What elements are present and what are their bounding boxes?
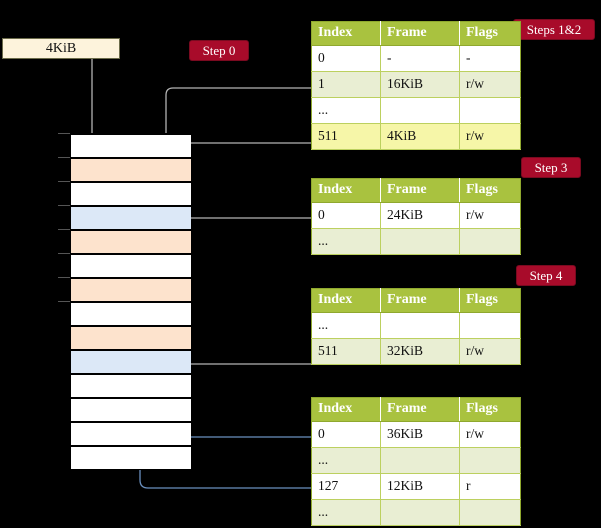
column-header-frame: Frame [380,288,460,313]
badge-step-4: Step 4 [516,265,576,286]
cell-flags [459,499,521,526]
cell-frame: 32KiB [380,338,460,365]
memory-frame-11 [71,398,191,422]
memory-frame-4 [71,230,191,254]
memory-frame-3 [71,206,191,230]
column-header-index: Index [311,21,381,46]
memory-tick-6 [58,277,71,278]
table-row: ... [311,447,521,474]
cell-index: ... [311,228,381,255]
cell-flags: r/w [459,338,521,365]
memory-frame-7 [71,302,191,326]
memory-frame-0 [71,134,191,158]
cell-frame [380,228,460,255]
memory-tick-0 [58,133,71,134]
memory-tick-7 [58,301,71,302]
table-row: ... [311,499,521,526]
column-header-frame: Frame [380,397,460,422]
column-header-frame: Frame [380,178,460,203]
badge-step-0: Step 0 [189,40,249,61]
column-header-frame: Frame [380,21,460,46]
cell-frame: 36KiB [380,421,460,448]
memory-frame-10 [71,374,191,398]
memory-frame-5 [71,254,191,278]
memory-frame-9 [71,350,191,374]
memory-tick-2 [58,181,71,182]
memory-frame-8 [71,326,191,350]
memory-tick-3 [58,205,71,206]
badge-steps-1-2: Steps 1&2 [513,19,595,40]
cell-flags: r/w [459,71,521,98]
cell-frame: 12KiB [380,473,460,500]
cell-index: 0 [311,45,381,72]
cell-flags: - [459,45,521,72]
cell-flags [459,447,521,474]
cell-index: ... [311,312,381,339]
cell-frame: 16KiB [380,71,460,98]
cell-index: 0 [311,202,381,229]
memory-frame-13 [71,446,191,470]
cell-flags: r [459,473,521,500]
table-row: ... [311,97,521,124]
physical-memory-column [70,133,191,470]
column-header-flags: Flags [459,178,521,203]
cell-flags: r/w [459,123,521,150]
cell-index: 0 [311,421,381,448]
source-page-box: 4KiB [2,38,120,59]
cell-index: 1 [311,71,381,98]
cell-flags [459,312,521,339]
memory-frame-6 [71,278,191,302]
cell-flags: r/w [459,202,521,229]
cell-index: ... [311,447,381,474]
cell-frame [380,312,460,339]
memory-tick-1 [58,157,71,158]
badge-step-3: Step 3 [521,157,581,178]
cell-frame: - [380,45,460,72]
memory-frame-2 [71,182,191,206]
cell-frame: 24KiB [380,202,460,229]
cell-flags: r/w [459,421,521,448]
cell-index: ... [311,499,381,526]
column-header-flags: Flags [459,288,521,313]
memory-tick-4 [58,229,71,230]
column-header-index: Index [311,178,381,203]
cell-index: ... [311,97,381,124]
cell-frame [380,97,460,124]
memory-frame-12 [71,422,191,446]
table-row: 0-- [311,45,521,72]
cell-index: 127 [311,473,381,500]
column-header-flags: Flags [459,397,521,422]
memory-tick-5 [58,253,71,254]
cell-flags [459,97,521,124]
cell-index: 511 [311,123,381,150]
table-row: ... [311,228,521,255]
cell-frame [380,447,460,474]
column-header-index: Index [311,288,381,313]
table-row: ... [311,312,521,339]
memory-frame-1 [71,158,191,182]
cell-frame: 4KiB [380,123,460,150]
column-header-index: Index [311,397,381,422]
cell-frame [380,499,460,526]
cell-index: 511 [311,338,381,365]
column-header-flags: Flags [459,21,521,46]
cell-flags [459,228,521,255]
